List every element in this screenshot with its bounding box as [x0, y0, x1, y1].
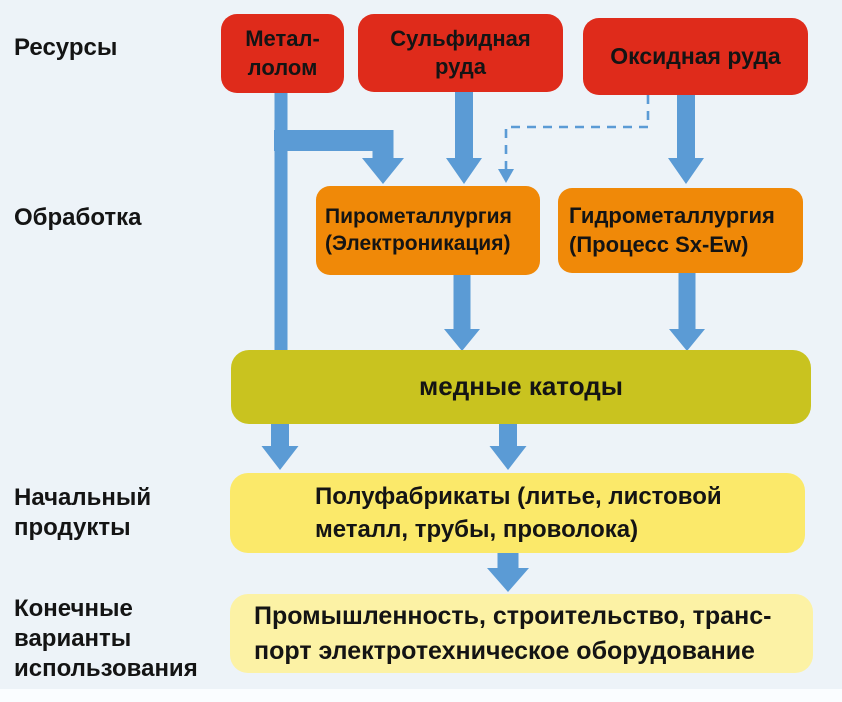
arrow-elbow-vertical: [372, 130, 394, 160]
arrow-pyrometallurgy-to-cathodes: [444, 275, 480, 351]
arrow-semis-to-enduse: [487, 553, 529, 592]
row-label-resources: Ресурсы: [14, 34, 118, 61]
row-label-processing: Обработка: [14, 204, 142, 231]
dashed-connector: [504, 95, 650, 170]
arrow-elbow-head: [362, 158, 404, 184]
arrow-hydrometallurgy-to-cathodes: [669, 273, 705, 351]
node-oxide-ore: Оксидная руда: [583, 18, 808, 95]
row-label-initial-products: Начальный продукты: [14, 484, 152, 541]
arrow-scrap-to-pyrometallurgy: [274, 130, 404, 184]
arrow-oxide-to-hydrometallurgy: [668, 95, 704, 184]
node-pyrometallurgy: Пирометаллургия (Электроникация): [316, 186, 540, 275]
node-sulfide-ore: Сульфидная руда: [358, 14, 563, 92]
arrow-cathodes-to-semis-center: [489, 423, 527, 470]
arrow-scrap-to-cathodes-shaft: [274, 88, 288, 352]
node-semi-finished-products: Полуфабрикаты (литье, листовой металл, т…: [230, 473, 805, 553]
row-label-end-uses: Конечные варианты использования: [14, 595, 198, 682]
dashed-connector-head: [498, 169, 514, 183]
arrow-sulfide-to-pyrometallurgy: [446, 90, 482, 184]
node-end-use-sectors: Промышленность, строительство, транс- по…: [230, 594, 813, 673]
node-metal-scrap: Метал- лолом: [221, 14, 344, 93]
arrow-elbow-horizontal: [274, 130, 393, 151]
node-copper-cathodes: медные катоды: [231, 350, 811, 424]
arrow-oxide-to-pyrometallurgy-dashed: [498, 95, 650, 183]
bottom-edge-strip: [0, 689, 842, 702]
arrow-cathodes-to-semis-left: [261, 423, 299, 470]
node-hydrometallurgy: Гидрометаллургия (Процесс Sx-Ew): [558, 188, 803, 273]
